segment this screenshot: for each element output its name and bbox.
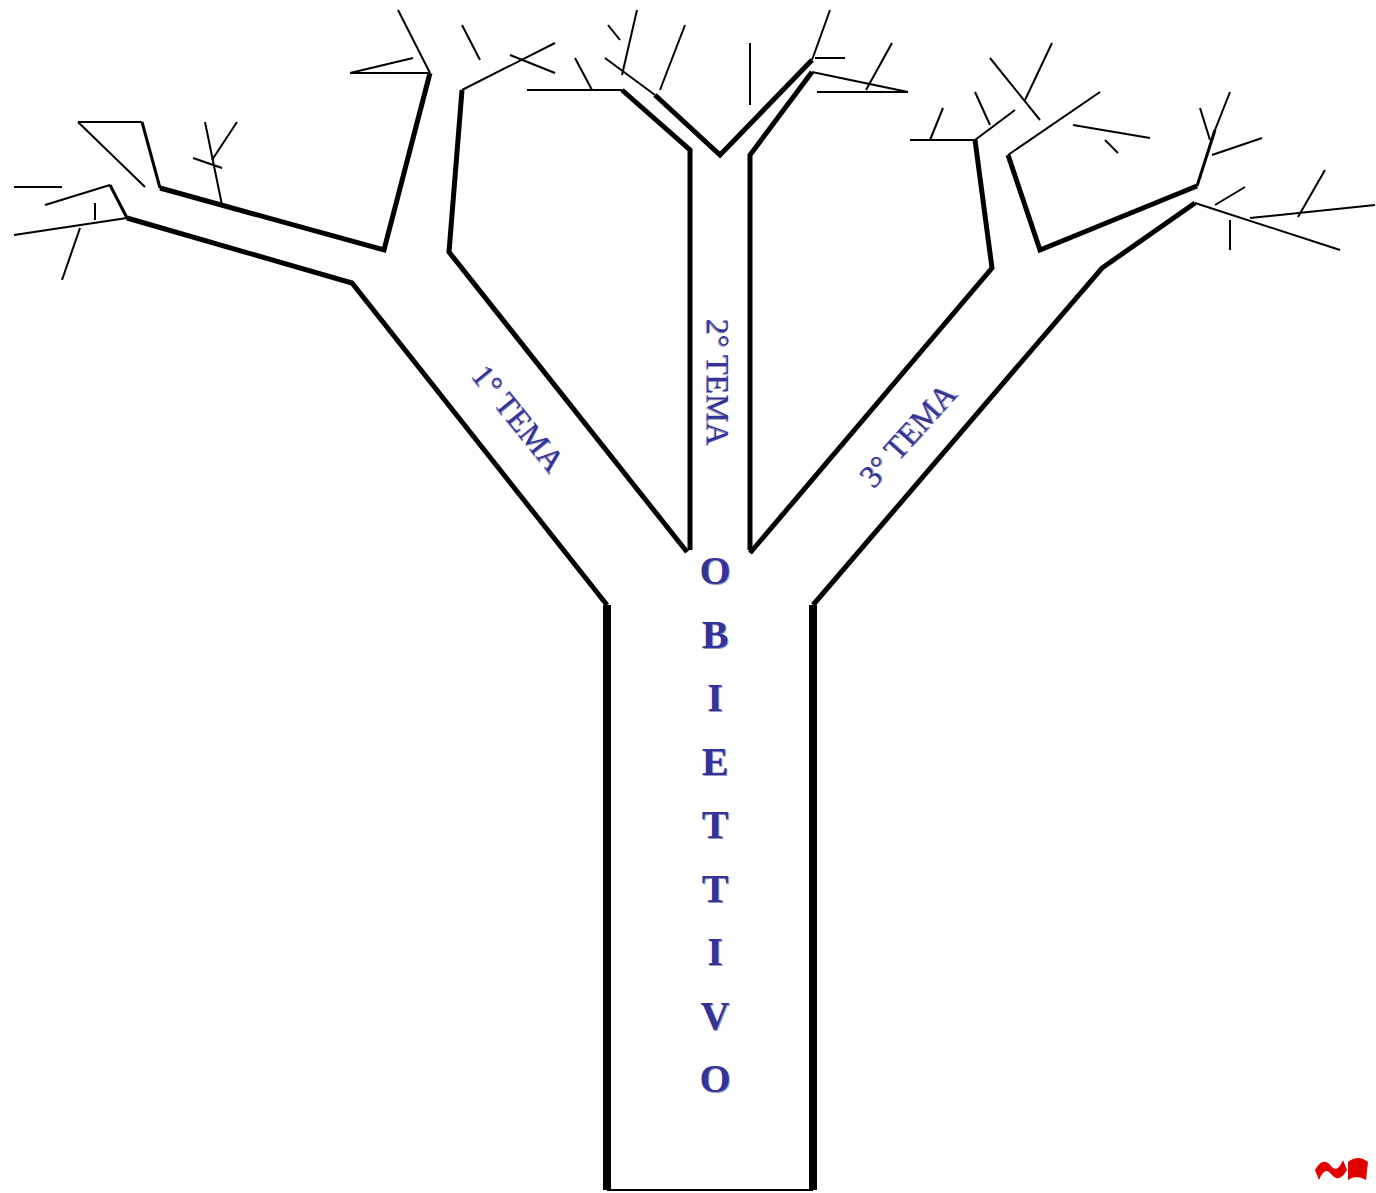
theme-label: 2° TEMA bbox=[700, 319, 736, 446]
objective-label: OBIETTIVO bbox=[697, 539, 733, 1111]
theme-label: 1° TEMA bbox=[464, 357, 572, 478]
theme-label: 3° TEMA bbox=[851, 376, 963, 494]
logo-mark bbox=[1315, 1158, 1368, 1180]
